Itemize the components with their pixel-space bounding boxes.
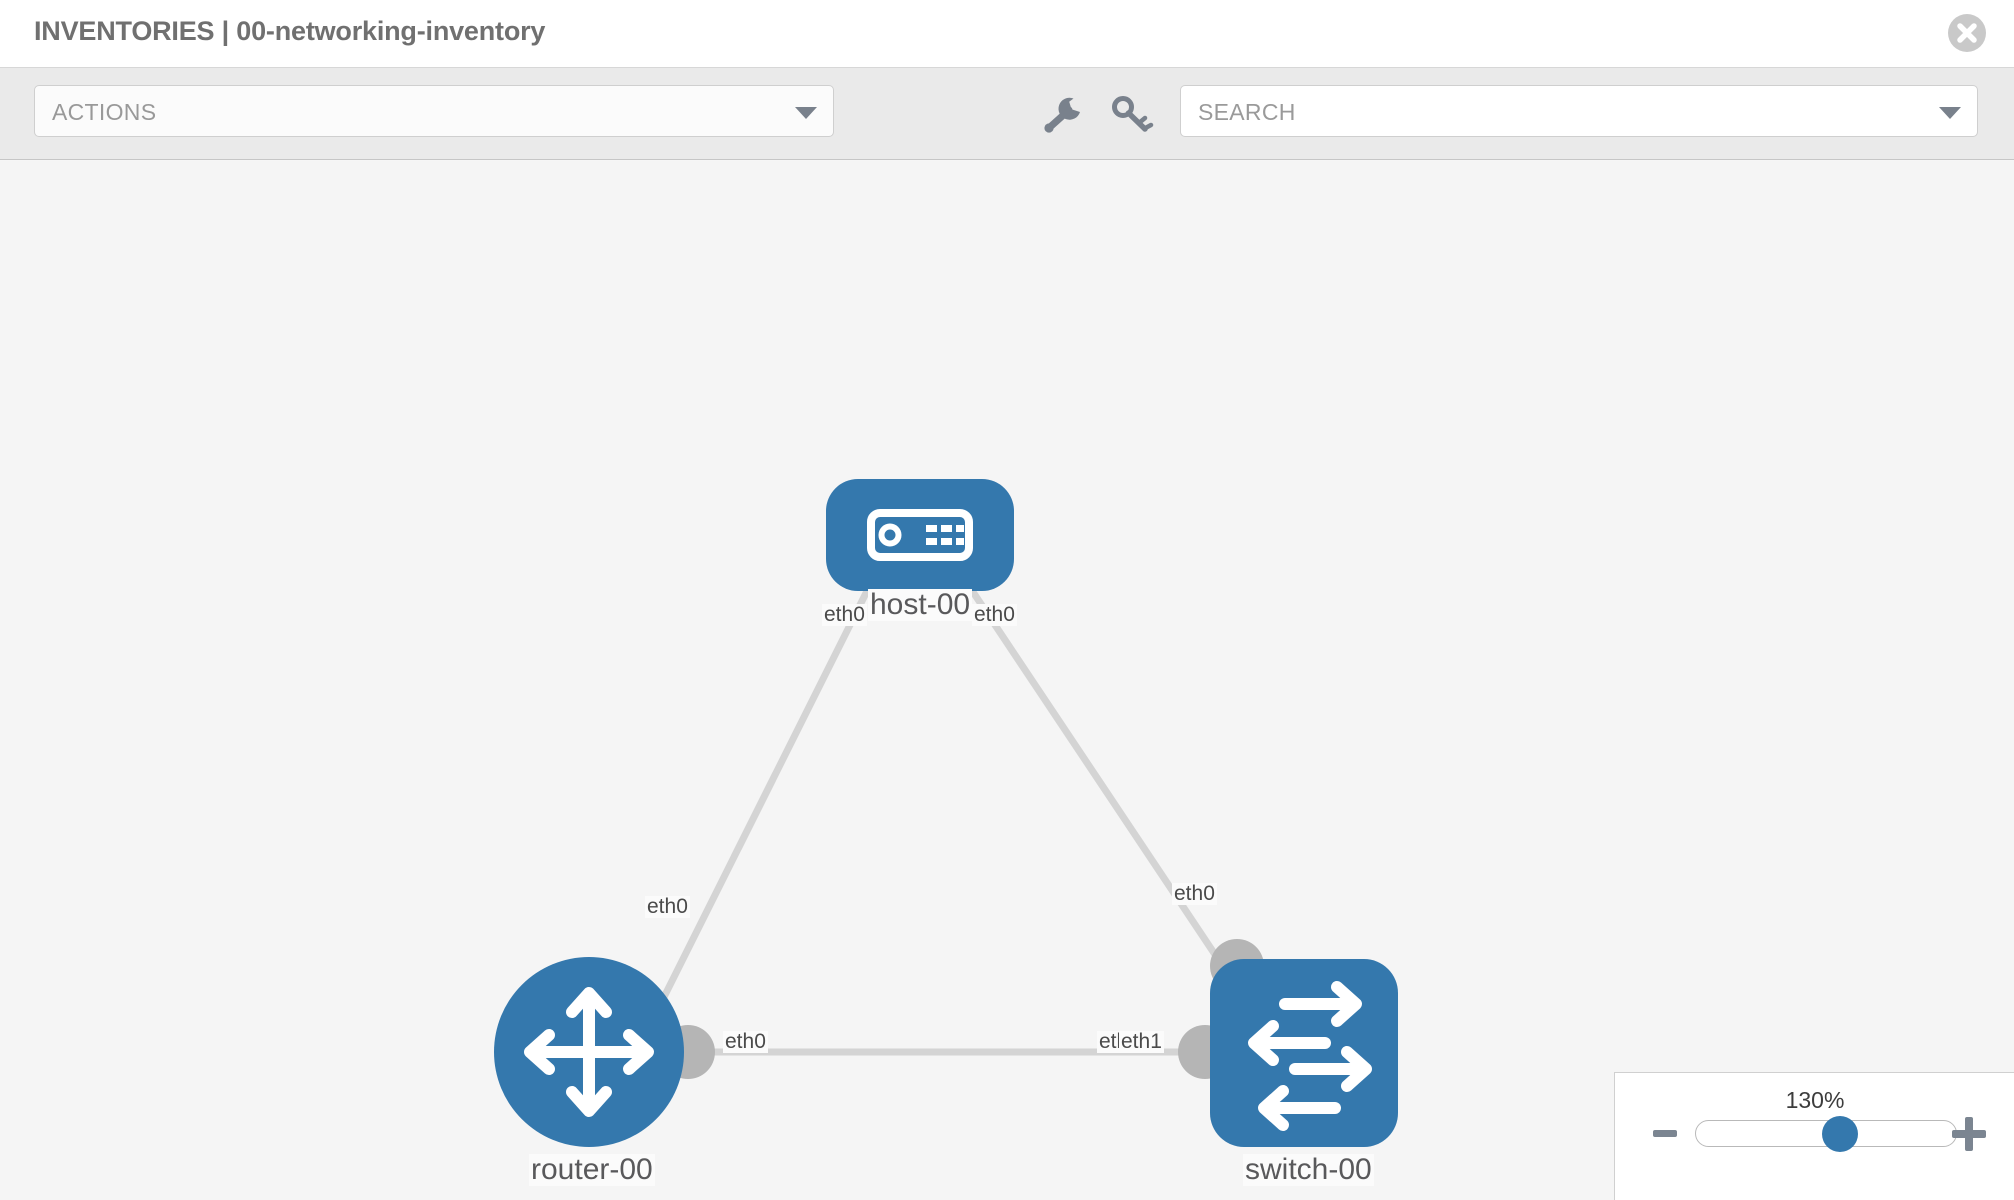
topology-graph [494,479,1398,1147]
wrench-icon[interactable] [1040,94,1086,136]
node-label-switch-00: switch-00 [1243,1153,1374,1186]
node-label-host-00: host-00 [868,588,973,621]
edge-label-host-left: eth0 [822,603,867,627]
zoom-slider[interactable] [1695,1116,1957,1152]
zoom-slider-thumb[interactable] [1822,1116,1858,1152]
actions-dropdown[interactable]: ACTIONS [34,85,834,137]
edge-label-router-upper: eth0 [645,895,690,919]
edge-label-host-right: eth0 [972,603,1017,627]
actions-dropdown-label: ACTIONS [52,99,157,125]
edge-host-switch [952,563,1241,991]
server-icon [867,509,973,561]
zoom-in-button[interactable] [1952,1117,1986,1151]
switch-arrows-icon [1248,981,1372,1131]
zoom-percent-label: 130% [1785,1087,1845,1113]
zoom-out-button[interactable] [1653,1130,1677,1137]
page-header: INVENTORIES | 00-networking-inventory [0,0,2014,68]
node-label-router-00: router-00 [529,1153,655,1186]
topology-canvas[interactable]: eth0 host-00 eth0 eth0 eth0 eth0 eth eth… [0,161,2014,1200]
search-placeholder: SEARCH [1198,99,1296,125]
node-router-00[interactable] [494,957,684,1147]
chevron-down-icon [795,107,817,119]
edge-host-router [641,563,884,1037]
node-host-00[interactable] [826,479,1014,591]
node-switch-00[interactable] [1210,959,1398,1147]
router-arrows-icon [524,987,654,1117]
page-title: INVENTORIES | 00-networking-inventory [34,16,546,46]
close-icon[interactable] [1948,14,1986,52]
chevron-down-icon [1939,107,1961,119]
zoom-control-panel: 130% [1614,1072,2014,1200]
search-input[interactable]: SEARCH [1180,85,1978,137]
topology-edges [641,563,1241,1056]
edge-label-router-eth0: eth0 [723,1030,768,1054]
edge-label-switch-upper: eth0 [1172,882,1217,906]
key-icon[interactable] [1108,94,1154,136]
edge-label-switch-eth1: eth1 [1119,1030,1164,1054]
